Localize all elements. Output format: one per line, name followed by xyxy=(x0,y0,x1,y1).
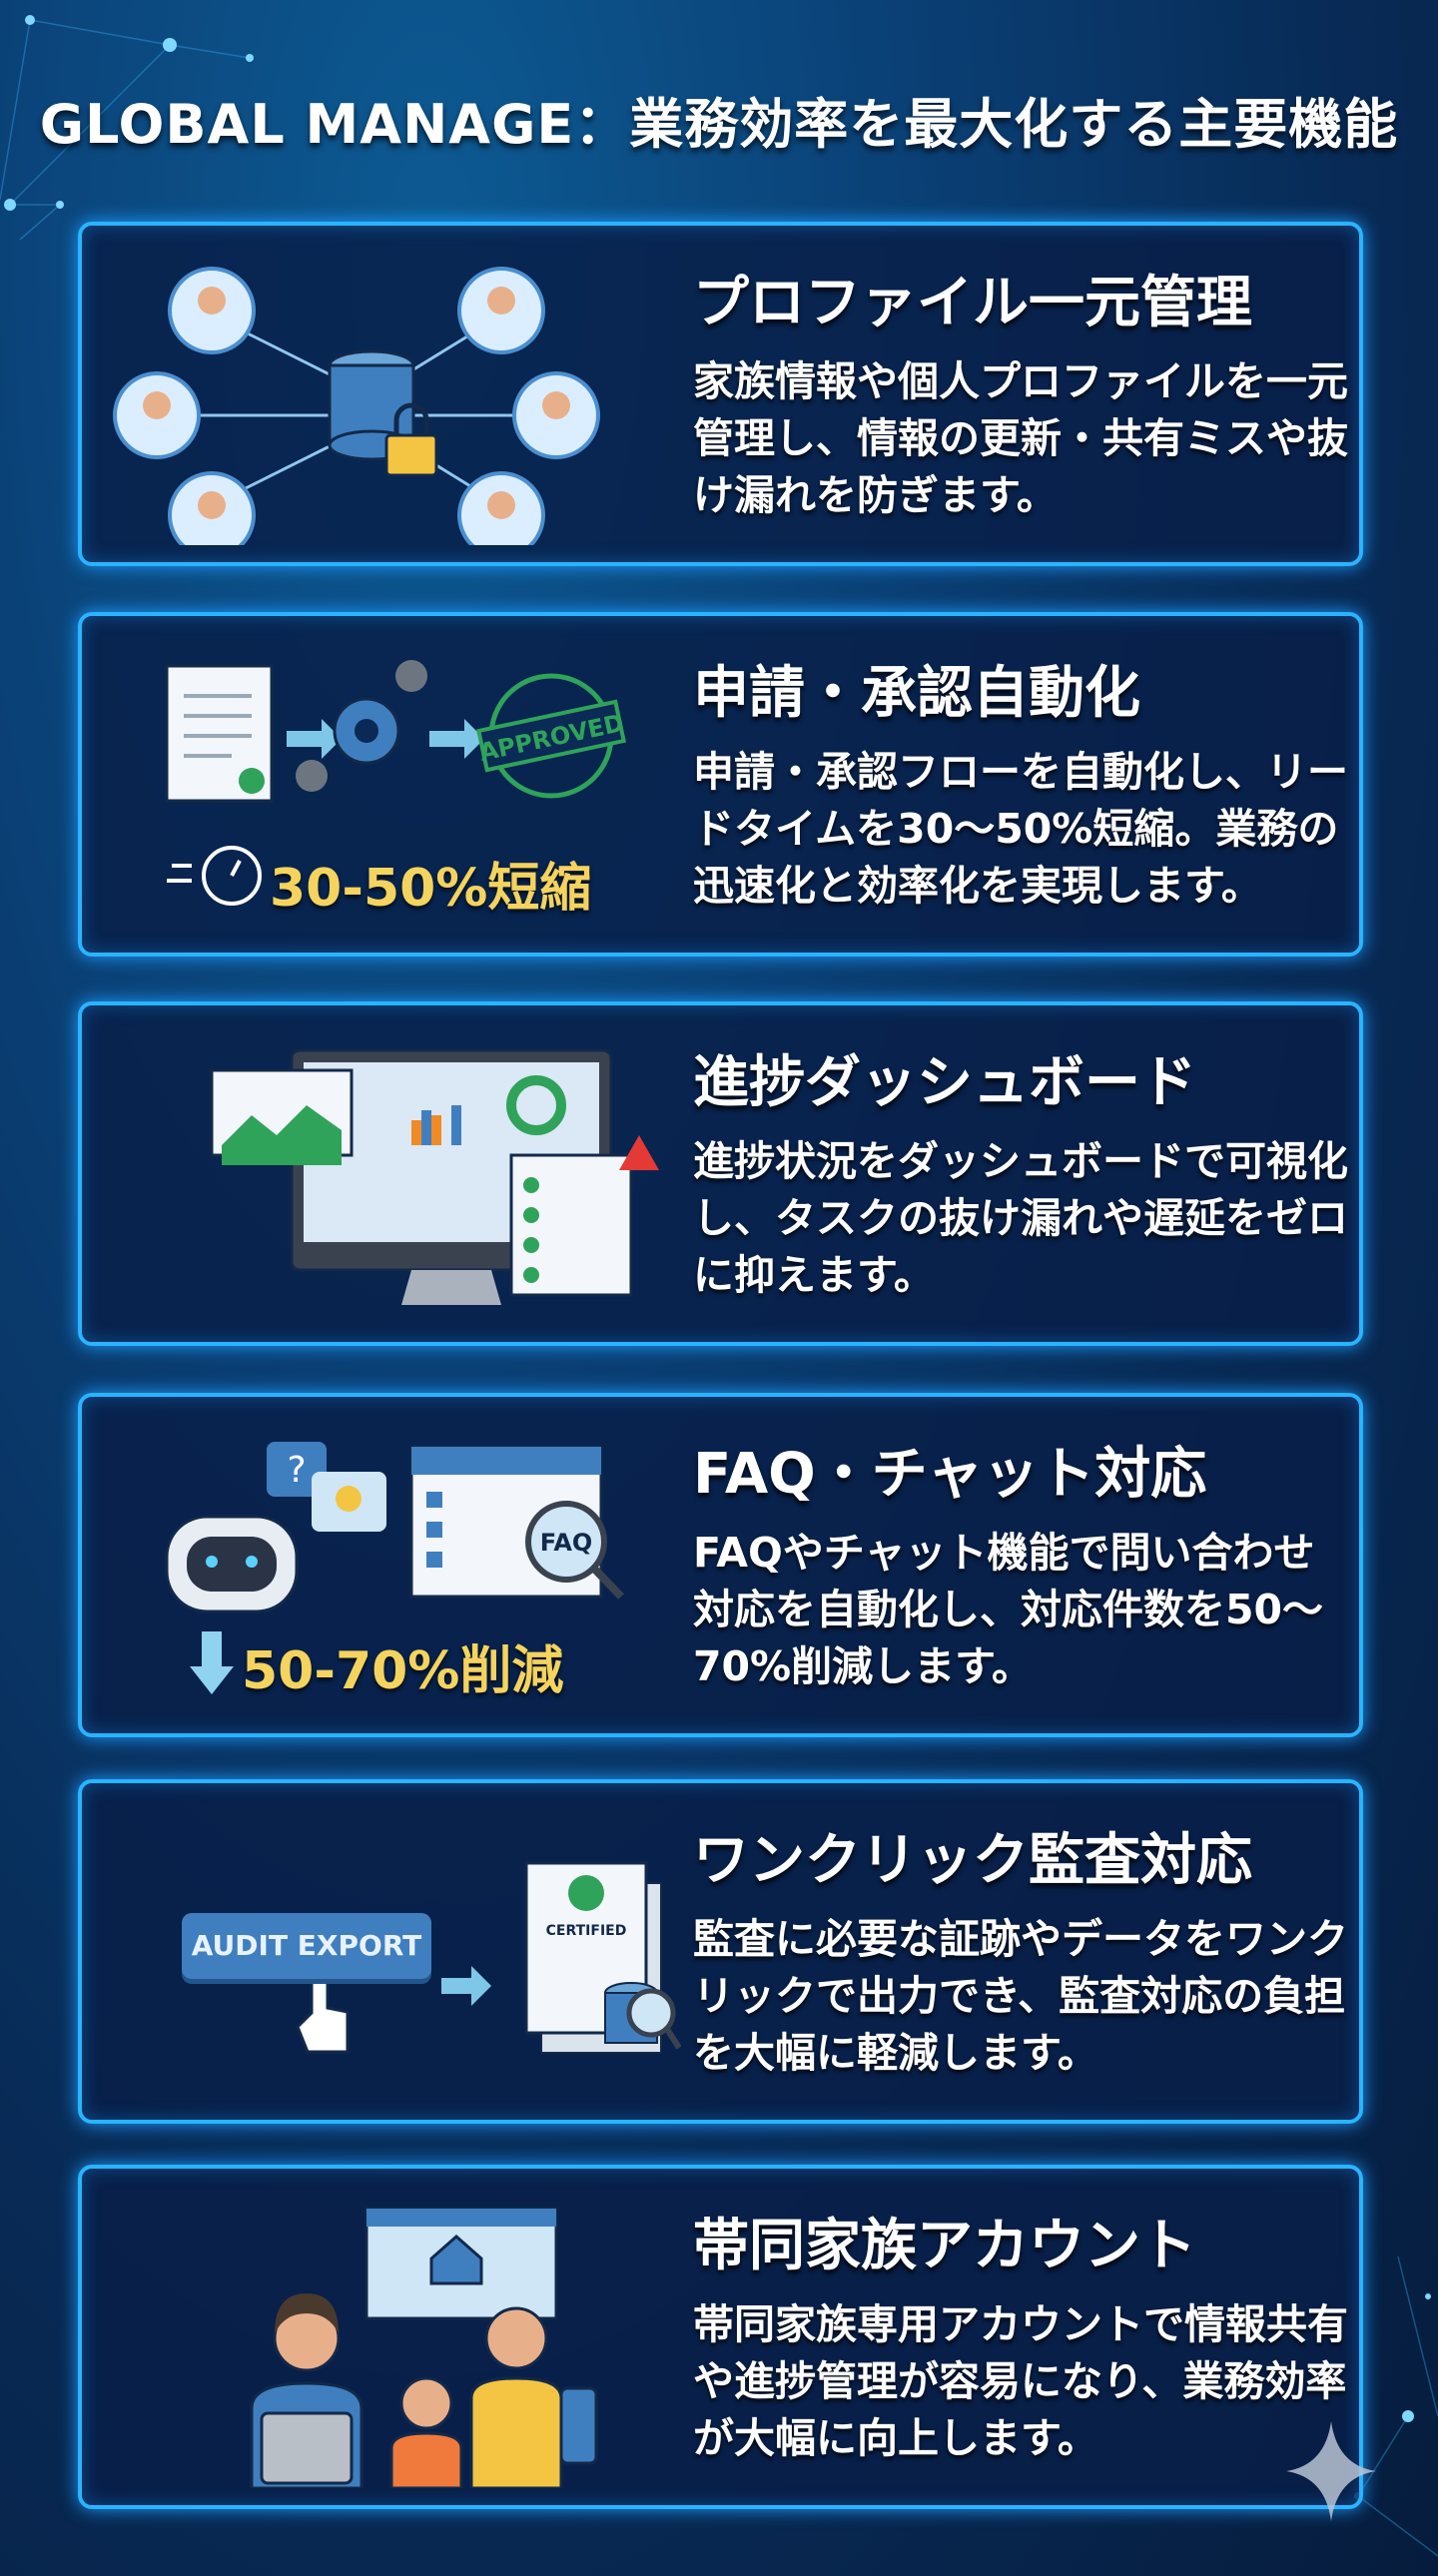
approval-workflow-illustration: APPROVED xyxy=(165,660,626,906)
feature-description: 家族情報や個人プロファイルを一元管理し、情報の更新・共有ミスや抜け漏れを防ぎます… xyxy=(693,357,1348,519)
feature-description: 申請・承認フローを自動化し、リードタイムを30〜50%短縮。業務の迅速化と効率化… xyxy=(693,748,1348,910)
audit-export-button: AUDIT EXPORT xyxy=(182,1913,431,1979)
certified-label: CERTIFIED xyxy=(546,1923,627,1939)
reduction-stat: 30-50%短縮 xyxy=(270,859,592,919)
feature-card-family-account: 帯同家族アカウント 帯同家族専用アカウントで情報共有や進捗管理が容易になり、業務… xyxy=(78,2165,1363,2509)
faq-badge: FAQ xyxy=(540,1529,593,1557)
feature-title: 進捗ダッシュボード xyxy=(693,1050,1196,1115)
feature-description: 監査に必要な証跡やデータをワンクリックで出力でき、監査対応の負担を大幅に軽減しま… xyxy=(693,1915,1348,2077)
approved-stamp-icon: APPROVED xyxy=(475,673,626,799)
audit-export-illustration: CERTIFIED xyxy=(296,1861,681,2054)
feature-card-profile: プロファイル一元管理 家族情報や個人プロファイルを一元管理し、情報の更新・共有ミ… xyxy=(78,222,1363,566)
family-account-illustration xyxy=(250,2207,598,2488)
feature-title: プロファイル一元管理 xyxy=(693,271,1252,335)
feature-card-audit: CERTIFIED AUDIT EXPORT ワンクリック監査対応 監査に必要な… xyxy=(78,1779,1363,2124)
feature-title: ワンクリック監査対応 xyxy=(693,1828,1252,1893)
faq-chatbot-illustration: ? FAQ xyxy=(165,1442,624,1694)
stopwatch-icon xyxy=(167,846,262,906)
pointer-hand-icon xyxy=(296,1973,350,2054)
lock-icon xyxy=(384,402,438,477)
feature-title: 申請・承認自動化 xyxy=(693,661,1140,726)
feature-card-dashboard: 進捗ダッシュボード 進捗状況をダッシュボードで可視化し、タスクの抜け漏れや遅延を… xyxy=(78,1001,1363,1346)
page-title: GLOBAL MANAGE：業務効率を最大化する主要機能 xyxy=(39,93,1399,156)
home-icon xyxy=(429,2235,483,2285)
feature-description: FAQやチャット機能で問い合わせ対応を自動化し、対応件数を50〜70%削減します… xyxy=(693,1529,1324,1690)
dashboard-illustration xyxy=(210,1048,659,1305)
certified-badge-icon xyxy=(568,1875,604,1911)
profile-network-illustration xyxy=(113,267,600,545)
sparkle-icon xyxy=(1286,2421,1376,2521)
gear-icon xyxy=(296,660,427,792)
warning-icon xyxy=(619,1135,659,1170)
document-icon xyxy=(165,664,274,803)
magnifier-icon xyxy=(525,1501,607,1583)
tablet-icon xyxy=(260,2411,354,2485)
svg-text:?: ? xyxy=(287,1450,306,1491)
feature-card-approval: APPROVED 30-50%短縮 申請・承認自動化 申請・承認フローを自動化し… xyxy=(78,612,1363,957)
feature-description: 進捗状況をダッシュボードで可視化し、タスクの抜け漏れや遅延をゼロに抑えます。 xyxy=(693,1137,1348,1299)
smartphone-icon xyxy=(559,2386,598,2465)
feature-card-faq-chat: ? FAQ 50-70%削減 FAQ・チャット対応 FAQやチャット機能で問い合… xyxy=(78,1393,1363,1737)
feature-title: FAQ・チャット対応 xyxy=(693,1442,1207,1507)
feature-description: 帯同家族専用アカウントで情報共有や進捗管理が容易になり、業務効率が大幅に向上しま… xyxy=(693,2300,1348,2462)
feature-title: 帯同家族アカウント xyxy=(693,2214,1196,2278)
arrow-down-icon xyxy=(190,1631,234,1694)
robot-icon xyxy=(165,1515,299,1613)
reduction-stat: 50-70%削減 xyxy=(242,1641,564,1701)
